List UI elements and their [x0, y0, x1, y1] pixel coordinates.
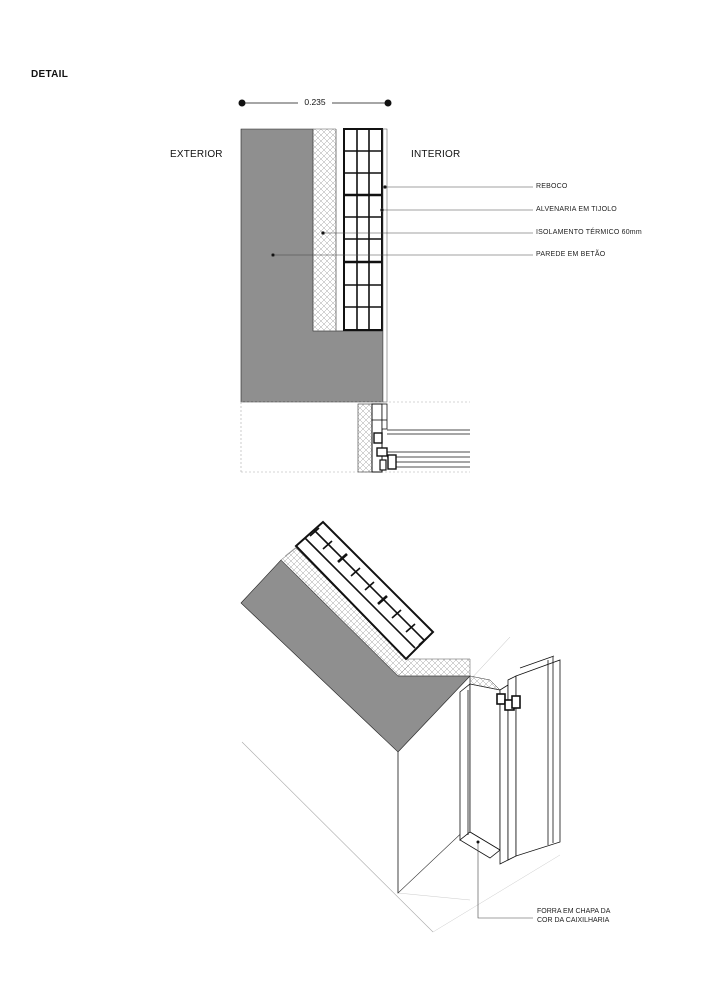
- axonometric-view: [240, 520, 561, 933]
- callout-isolamento: ISOLAMENTO TÉRMICO 60mm: [536, 229, 642, 236]
- interior-label: INTERIOR: [411, 149, 461, 160]
- dimension-label: 0.235: [298, 97, 332, 107]
- forra-note-line-2: COR DA CAIXILHARIA: [537, 917, 610, 924]
- callout-alvenaria: ALVENARIA EM TIJOLO: [536, 206, 617, 213]
- callout-parede: PAREDE EM BETÃO: [536, 251, 606, 258]
- brick-masonry: [343, 128, 383, 331]
- callout-leaders: [271, 185, 533, 257]
- callout-reboco: REBOCO: [536, 183, 568, 190]
- window-frame-section: [240, 401, 470, 473]
- page-title: DETAIL: [31, 69, 69, 80]
- exterior-label: EXTERIOR: [170, 149, 223, 160]
- forra-note: FORRA EM CHAPA DA COR DA CAIXILHARIA: [537, 907, 647, 925]
- forra-note-line-1: FORRA EM CHAPA DA: [537, 908, 611, 915]
- plaster-layer: [382, 128, 388, 403]
